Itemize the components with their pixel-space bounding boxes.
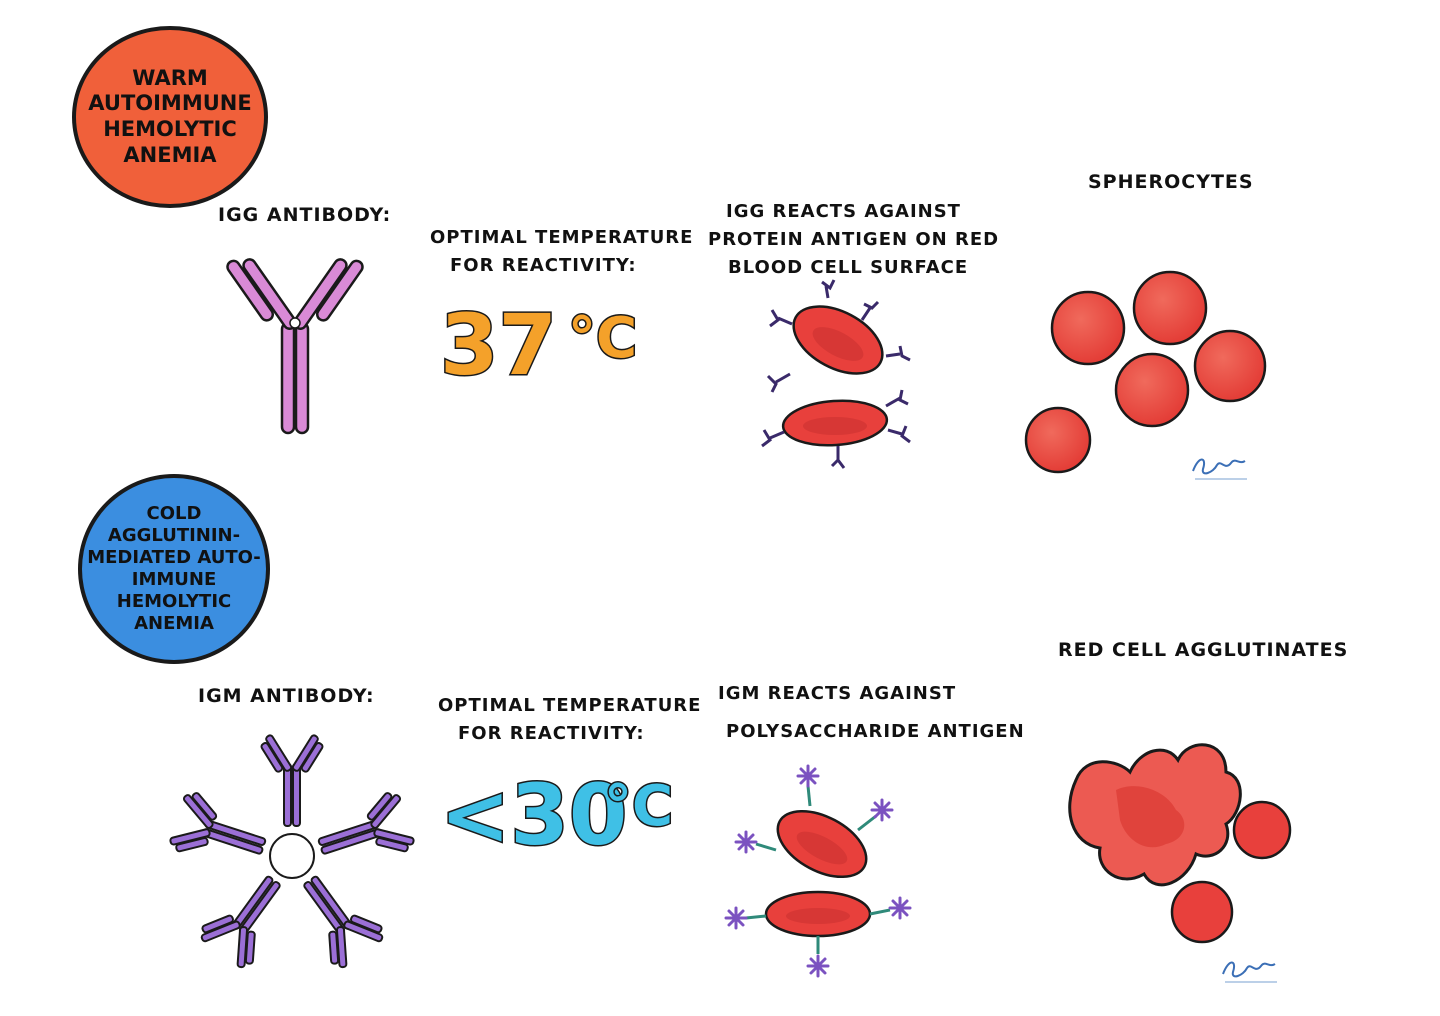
cold-temp-label-line1: Optimal temperature xyxy=(438,695,702,716)
igm-polysaccharide-antigen-rbc-illustration xyxy=(724,764,912,978)
igg-antibody-icon xyxy=(226,258,364,435)
igm-antibody-icon xyxy=(169,734,415,969)
igg-protein-antigen-rbc-illustration xyxy=(761,279,911,469)
igg-antibody-label: IgG antibody: xyxy=(218,204,392,226)
spherocytes-label: Spherocytes xyxy=(1088,171,1254,193)
cold-reaction-line1: IgM reacts against xyxy=(718,683,957,704)
artist-signature-bottom xyxy=(1222,961,1277,983)
warm-temp-label-line1: Optimal temperature xyxy=(430,227,694,248)
warm-temp-unit: °C xyxy=(566,305,638,373)
cold-reaction-line2: polysaccharide antigen xyxy=(726,721,1025,742)
cold-temp-value: <30 xyxy=(438,765,628,866)
cold-temp-unit: °C xyxy=(602,773,674,841)
cold-aiha-badge: Cold agglutinin- mediated auto- immune h… xyxy=(78,474,270,664)
warm-reaction-line2: protein antigen on red xyxy=(708,229,1000,250)
igm-antibody-label: IgM antibody: xyxy=(198,685,375,707)
red-cell-agglutinates-illustration xyxy=(1068,743,1292,944)
spherocytes-illustration xyxy=(1024,270,1267,474)
cold-temp-label-line2: for reactivity: xyxy=(458,723,645,744)
warm-reaction-line3: blood cell surface xyxy=(728,257,969,278)
artist-signature-top xyxy=(1192,458,1247,480)
warm-aiha-badge-label: Warm autoimmune hemolytic anemia xyxy=(88,65,252,167)
warm-temp-value: 37 xyxy=(439,295,559,396)
warm-aiha-badge: Warm autoimmune hemolytic anemia xyxy=(72,26,268,208)
warm-reaction-line1: IgG reacts against xyxy=(726,201,961,222)
cold-aiha-badge-label: Cold agglutinin- mediated auto- immune h… xyxy=(87,503,261,634)
warm-temp-label-line2: for reactivity: xyxy=(450,255,637,276)
red-cell-agglutinates-label: Red cell agglutinates xyxy=(1058,639,1349,661)
